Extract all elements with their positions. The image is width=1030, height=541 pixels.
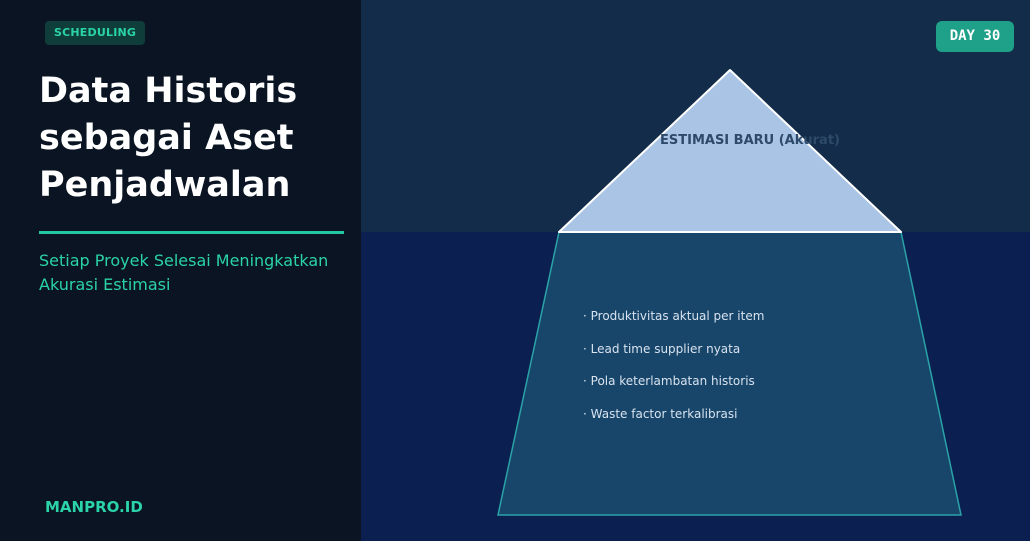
title-divider (39, 231, 344, 234)
list-item: · Lead time supplier nyata (583, 341, 741, 356)
day-badge: DAY 30 (936, 21, 1014, 52)
brand-logo-text: MANPRO.ID (45, 498, 143, 516)
title-line-1: Data Historis (39, 71, 298, 111)
title-line-2: sebagai Aset (39, 118, 294, 158)
iceberg-tip-label: ESTIMASI BARU (Akurat) (660, 133, 840, 148)
left-panel: SCHEDULING Data Historis sebagai Aset Pe… (0, 0, 361, 541)
title-line-3: Penjadwalan (39, 165, 291, 205)
list-item: · Produktivitas aktual per item (583, 309, 765, 323)
subtitle: Setiap Proyek Selesai Meningkatkan Akura… (39, 251, 329, 294)
list-item: · Pola keterlambatan historis (583, 374, 755, 388)
list-item: · Waste factor terkalibrasi (583, 406, 738, 421)
iceberg-tip (558, 69, 902, 233)
iceberg-diagram (497, 69, 962, 516)
page-title: Data Historis sebagai Aset Penjadwalan (39, 68, 349, 209)
category-tag: SCHEDULING (45, 21, 146, 45)
iceberg-base-list: · Produktivitas aktual per item · Lead t… (583, 308, 764, 438)
